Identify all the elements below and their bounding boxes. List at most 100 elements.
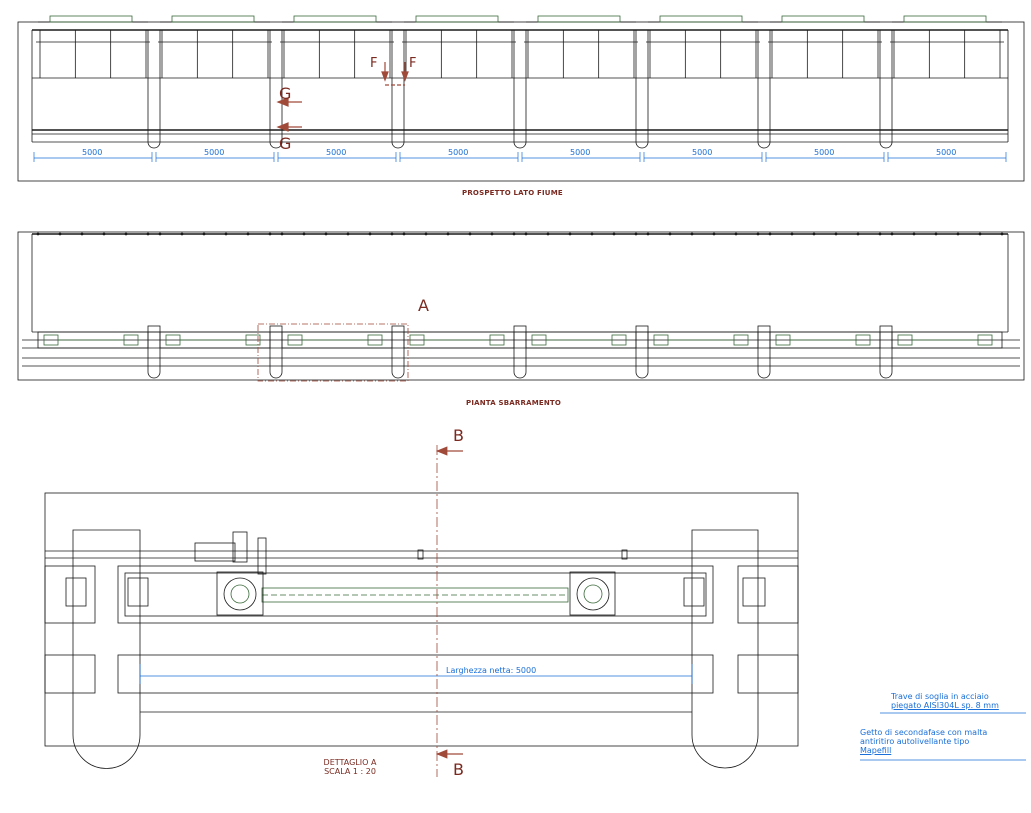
gate-actuator: [537, 15, 621, 23]
threshold-beam: [117, 654, 714, 694]
grout-note-line2: antiritiro autolivellante tipo: [860, 737, 970, 746]
right-gearbox: [569, 571, 616, 616]
plan-post: [690, 232, 694, 236]
plan-post: [790, 232, 794, 236]
pier-plan: [269, 332, 283, 379]
gate-actuator: [903, 15, 987, 23]
pier-plan: [391, 332, 405, 379]
plan-post: [58, 232, 62, 236]
left-gearbox: [216, 571, 264, 616]
bay-dimension-label: 5000: [448, 148, 469, 157]
plan-post: [424, 232, 428, 236]
pier-plan: [147, 332, 161, 379]
plan-post: [1000, 232, 1004, 236]
plan-post: [268, 232, 272, 236]
plan-post: [402, 232, 406, 236]
detail-title: DETTAGLIO A: [323, 758, 377, 767]
section-mark-f-left: F: [370, 56, 378, 71]
elevation-title: PROSPETTO LATO FIUME: [462, 189, 563, 197]
plan-post: [612, 232, 616, 236]
pier-elevation: [269, 30, 283, 149]
gate-actuator: [659, 15, 743, 23]
plan-post: [524, 232, 528, 236]
gate-actuator: [415, 15, 499, 23]
plan-post: [180, 232, 184, 236]
grout-note-line3: Mapefill: [860, 746, 892, 755]
pier-elevation: [879, 30, 893, 149]
plan-post: [512, 232, 516, 236]
gate-actuator: [49, 15, 133, 23]
plan-post: [812, 232, 816, 236]
bay-dimension-label: 5000: [570, 148, 591, 157]
plan-post: [124, 232, 128, 236]
left-pier: [72, 529, 141, 769]
plan-title: PIANTA SBARRAMENTO: [466, 399, 562, 407]
plan-view: [17, 231, 1025, 382]
elevation-view: [17, 15, 1025, 182]
plan-post: [324, 232, 328, 236]
section-mark-b-bottom: B: [453, 760, 464, 779]
pier-plan: [513, 332, 527, 379]
grout-note: Getto di secondafase con malta antiritir…: [860, 728, 987, 755]
threshold-beam-note: Trave di soglia in acciaio piegato AISI3…: [891, 692, 999, 710]
plan-post: [368, 232, 372, 236]
plan-post: [280, 232, 284, 236]
plan-post: [346, 232, 350, 236]
pier-elevation: [147, 30, 161, 149]
plan-post: [856, 232, 860, 236]
section-marks-elevation: [276, 62, 409, 132]
section-mark-g-bottom: G: [279, 134, 292, 153]
plan-post: [934, 232, 938, 236]
plan-post: [546, 232, 550, 236]
detail-frame: [44, 492, 799, 747]
plan-post: [590, 232, 594, 236]
section-mark-b-top: B: [453, 426, 464, 445]
detail-caption: DETTAGLIO A SCALA 1 : 20: [310, 758, 390, 776]
plan-post: [446, 232, 450, 236]
plan-post: [734, 232, 738, 236]
plan-post: [768, 232, 772, 236]
note-leaders: [860, 712, 1026, 761]
pier-cap: [147, 325, 161, 333]
bay-dimension-label: 5000: [936, 148, 957, 157]
pier-cap: [879, 325, 893, 333]
plan-post: [302, 232, 306, 236]
pier-plan: [879, 332, 893, 379]
pier-elevation: [635, 30, 649, 149]
bay-dimension-label: 5000: [814, 148, 835, 157]
plan-post: [756, 232, 760, 236]
plan-post: [712, 232, 716, 236]
elevation-frame: [17, 21, 1025, 182]
plan-post: [468, 232, 472, 236]
plan-post: [202, 232, 206, 236]
pier-elevation: [513, 30, 527, 149]
plan-post: [978, 232, 982, 236]
gate-actuator: [293, 15, 377, 23]
plan-post: [146, 232, 150, 236]
gate-actuator: [781, 15, 865, 23]
plan-post: [890, 232, 894, 236]
plan-post: [646, 232, 650, 236]
plan-post: [490, 232, 494, 236]
plan-post: [80, 232, 84, 236]
plan-post: [224, 232, 228, 236]
plan-post: [956, 232, 960, 236]
pier-cap: [513, 325, 527, 333]
pier-elevation: [391, 30, 405, 149]
pier-cap: [269, 325, 283, 333]
pier-cap: [391, 325, 405, 333]
section-mark-g-top: G: [279, 84, 292, 103]
bay-dimension-label: 5000: [692, 148, 713, 157]
plan-post: [912, 232, 916, 236]
plan-post: [390, 232, 394, 236]
pier-plan: [635, 332, 649, 379]
plan-post: [634, 232, 638, 236]
section-mark-a: A: [418, 296, 429, 315]
plan-post: [36, 232, 40, 236]
pier-plan: [757, 332, 771, 379]
plan-post: [246, 232, 250, 236]
detail-a-callout-box: [257, 323, 409, 382]
plan-post: [878, 232, 882, 236]
pier-cap: [635, 325, 649, 333]
